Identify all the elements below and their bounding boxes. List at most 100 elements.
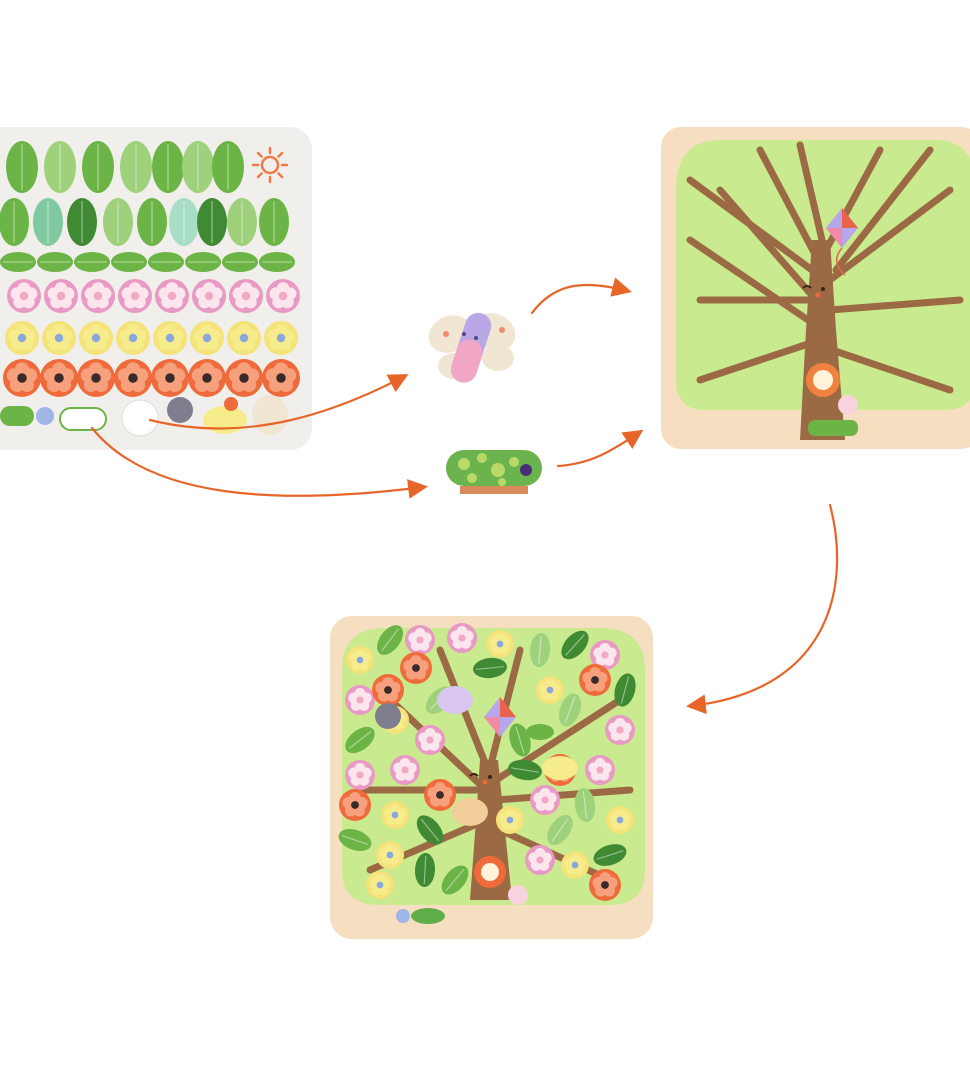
tree-branch: [826, 186, 954, 284]
flower-sticker: [227, 321, 261, 355]
flower-sticker: [262, 359, 300, 397]
leaf-sticker: [259, 198, 289, 246]
owl-icon: [167, 397, 193, 423]
tree-branch: [696, 336, 824, 384]
leaf-sticker: [529, 633, 551, 667]
leaf-sticker: [185, 252, 221, 272]
flower-sticker: [530, 785, 560, 815]
arrow-board-to-finished: [686, 503, 839, 715]
butterfly-icon: [252, 395, 288, 435]
caterpillar-icon: [396, 908, 445, 924]
sticker-sheet: [0, 127, 312, 450]
flower-sticker: [190, 321, 224, 355]
flower-sticker: [346, 646, 374, 674]
flower-sticker: [606, 806, 634, 834]
tree-branch: [756, 146, 822, 264]
leaf-sticker: [441, 865, 469, 895]
leaf-sticker: [561, 630, 589, 660]
leaf-sticker: [74, 252, 110, 272]
tree-face: [802, 285, 825, 298]
leaf-sticker: [0, 198, 29, 246]
flower-sticker: [589, 869, 621, 901]
leaf-sticker: [120, 141, 152, 193]
bunny-icon: [838, 395, 858, 415]
tree-face: [469, 773, 492, 785]
butterfly-icon: [428, 312, 516, 383]
flower-sticker: [7, 279, 41, 313]
flower-sticker: [114, 359, 152, 397]
flower-sticker: [118, 279, 152, 313]
flower-sticker: [536, 676, 564, 704]
arrow-sheet-to-butterfly: [148, 374, 409, 430]
caterpillar-icon: [0, 406, 34, 426]
flow-arrows: [90, 277, 839, 715]
leaf-sticker: [558, 693, 582, 727]
flower-sticker: [579, 664, 611, 696]
owl-icon: [375, 703, 401, 729]
flower-sticker: [405, 625, 435, 655]
tree-branch: [686, 176, 816, 274]
leaf-sticker: [414, 853, 436, 887]
caterpillar-icon: [446, 450, 542, 494]
flower-sticker: [81, 279, 115, 313]
flower-sticker: [40, 359, 78, 397]
flower-sticker: [561, 851, 589, 879]
leaf-sticker: [0, 252, 36, 272]
flower-sticker: [400, 652, 432, 684]
leaf-sticker: [137, 198, 167, 246]
flower-sticker: [590, 640, 620, 670]
leaf-sticker: [111, 252, 147, 272]
leaf-sticker: [547, 814, 573, 846]
tree-branch: [686, 236, 812, 324]
tree-branch: [796, 141, 826, 244]
leaf-sticker: [509, 723, 531, 757]
flower-sticker: [225, 359, 263, 397]
flower-outline-icon: [121, 399, 159, 437]
flower-sticker: [496, 806, 524, 834]
leaf-sticker: [508, 759, 542, 781]
empty-tree-board: [661, 127, 970, 449]
flower-sticker: [3, 359, 41, 397]
leaf-sticker: [259, 252, 295, 272]
leaf-sticker: [169, 198, 199, 246]
flower-sticker: [192, 279, 226, 313]
leaf-sticker: [212, 141, 244, 193]
leaf-sticker: [473, 657, 507, 679]
leaf-sticker: [614, 673, 636, 707]
tree-branch: [826, 296, 964, 314]
kite-icon: [826, 208, 858, 276]
flower-sticker: [153, 321, 187, 355]
bunny-icon: [508, 885, 528, 905]
arrow-caterpillar-to-board: [556, 429, 644, 468]
flower-sticker: [424, 779, 456, 811]
leaf-sticker: [574, 788, 596, 822]
tree-branch: [832, 146, 934, 274]
leaf-sticker: [593, 844, 627, 866]
flower-sticker: [229, 279, 263, 313]
leaf-sticker: [103, 198, 133, 246]
flower-sticker: [415, 725, 445, 755]
kite-icon: [484, 697, 516, 737]
leaf-sticker: [37, 252, 73, 272]
bird-icon: [203, 406, 247, 434]
flower-sticker: [79, 321, 113, 355]
butterfly-icon: [437, 686, 473, 714]
leaf-sticker: [197, 198, 227, 246]
finished-tree-board: [330, 616, 653, 939]
flower-sticker: [366, 871, 394, 899]
flower-sticker: [188, 359, 226, 397]
flower-sticker: [339, 789, 371, 821]
tree-stickers: [338, 623, 636, 905]
leaf-sticker: [82, 141, 114, 193]
flower-sticker: [345, 685, 375, 715]
flower-sticker: [77, 359, 115, 397]
leaf-sticker: [67, 198, 97, 246]
flower-sticker: [376, 841, 404, 869]
flower-sticker: [155, 279, 189, 313]
tree-branch: [496, 826, 614, 884]
arrow-sheet-to-caterpillar: [90, 426, 428, 499]
sun-icon: [251, 146, 289, 184]
leaf-sticker: [33, 198, 63, 246]
flower-sticker: [151, 359, 189, 397]
